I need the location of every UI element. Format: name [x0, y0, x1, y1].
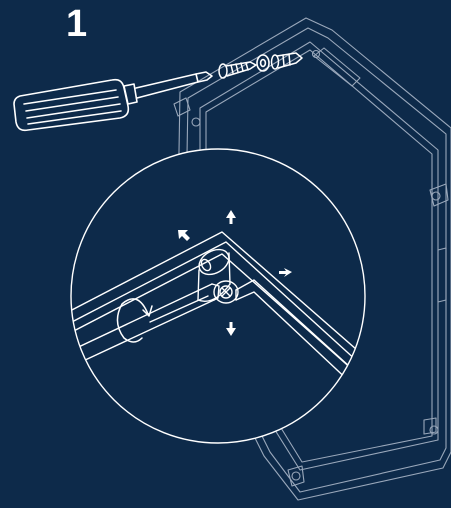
direction-arrow-icon	[178, 210, 292, 336]
rotate-arrow-icon	[116, 298, 153, 343]
step-number: 1	[66, 3, 88, 45]
magnified-corner-view	[71, 231, 365, 395]
wall-anchor-icon	[270, 52, 303, 70]
screwdriver-icon	[13, 71, 213, 132]
washer-icon	[256, 54, 270, 72]
screw-icon	[218, 61, 257, 79]
